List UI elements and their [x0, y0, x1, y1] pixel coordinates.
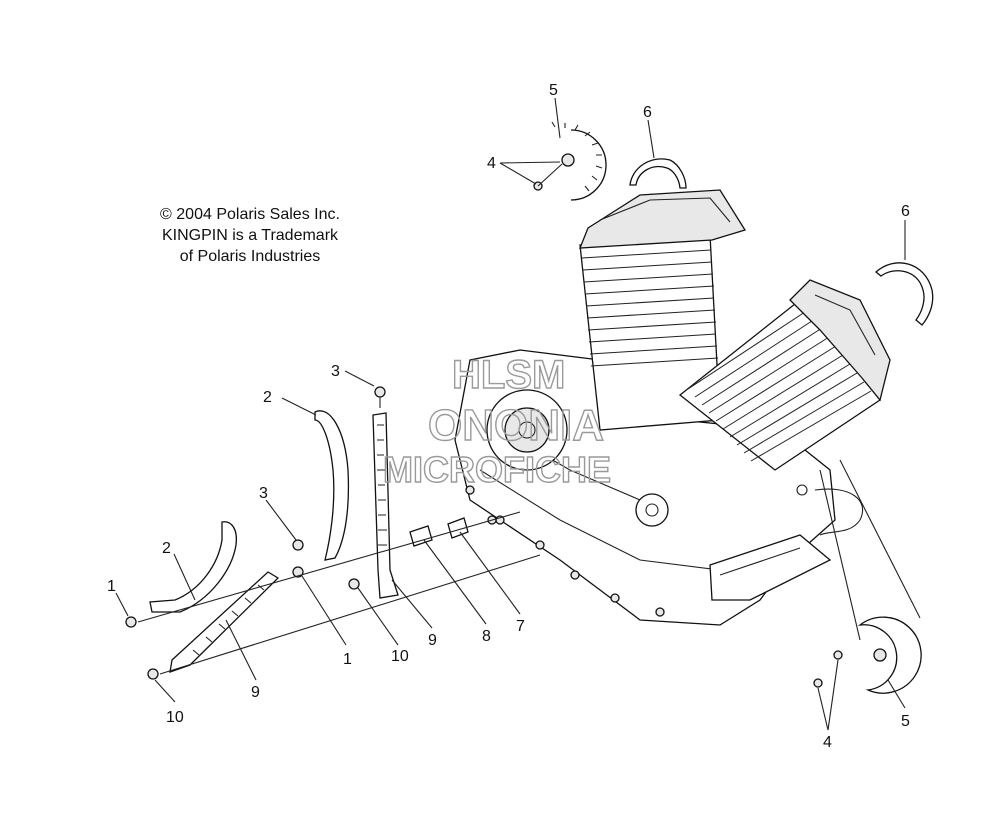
callout-1-left: 1 — [107, 578, 116, 595]
upper-chain-segment — [629, 158, 687, 189]
lower-sprocket — [857, 616, 922, 694]
callout-9-lower: 9 — [251, 684, 260, 701]
spacer-7 — [447, 517, 469, 539]
leader-lines — [115, 97, 921, 731]
chain-tensioner-lower — [169, 571, 280, 673]
callout-7: 7 — [516, 618, 525, 635]
chain-guide-upper — [314, 410, 350, 561]
callout-6-upper: 6 — [643, 104, 652, 121]
lower-nut-b — [813, 678, 823, 688]
callout-5-lower: 5 — [901, 713, 910, 730]
copyright-line-1: © 2004 Polaris Sales Inc. — [160, 206, 340, 223]
copyright-notice: © 2004 Polaris Sales Inc. KINGPIN is a T… — [120, 204, 380, 267]
upper-sprocket — [551, 121, 607, 201]
bolt-1-upper — [292, 566, 304, 578]
callout-1-center: 1 — [343, 651, 352, 668]
callout-9-center: 9 — [428, 632, 437, 649]
rear-cylinder-fins — [581, 249, 719, 367]
bushing-8 — [409, 525, 433, 547]
copyright-line-2: KINGPIN is a Trademark — [161, 227, 339, 244]
right-chain-segment — [874, 262, 934, 326]
bolt-1-lower — [125, 616, 137, 628]
callout-6-right: 6 — [901, 203, 910, 220]
chain-guide-lower — [149, 521, 238, 613]
front-cylinder-fins — [687, 309, 872, 462]
watermark-line-2: ONONIA — [428, 401, 604, 450]
callout-4-upper: 4 — [487, 155, 496, 172]
callout-2-upper: 2 — [263, 389, 272, 406]
watermark-line-1: HLSM — [452, 353, 565, 397]
callout-10-center: 10 — [391, 648, 409, 665]
chain-tensioner-upper — [372, 412, 399, 599]
callout-3-upper: 3 — [331, 363, 340, 380]
copyright-line-3: of Polaris Industries — [179, 248, 321, 265]
callout-2-lower: 2 — [162, 540, 171, 557]
callout-8: 8 — [482, 628, 491, 645]
callout-5-upper: 5 — [549, 82, 558, 99]
watermark-line-3: MICROFICHE — [383, 449, 611, 490]
bolt-10-upper — [348, 578, 360, 590]
engine-assembly — [454, 189, 891, 626]
callout-labels: 5 6 4 6 3 2 3 2 1 1 10 9 8 7 9 10 5 4 — [107, 82, 910, 751]
bolt-10-lower — [147, 668, 159, 680]
callout-10-lower: 10 — [166, 709, 184, 726]
bolt-3-upper — [374, 386, 386, 398]
watermark: HLSM ONONIA MICROFICHE — [382, 352, 611, 490]
lower-nut-a — [833, 650, 843, 660]
bolt-3-lower — [292, 539, 304, 551]
callout-4-lower: 4 — [823, 734, 832, 751]
callout-3-lower: 3 — [259, 485, 268, 502]
